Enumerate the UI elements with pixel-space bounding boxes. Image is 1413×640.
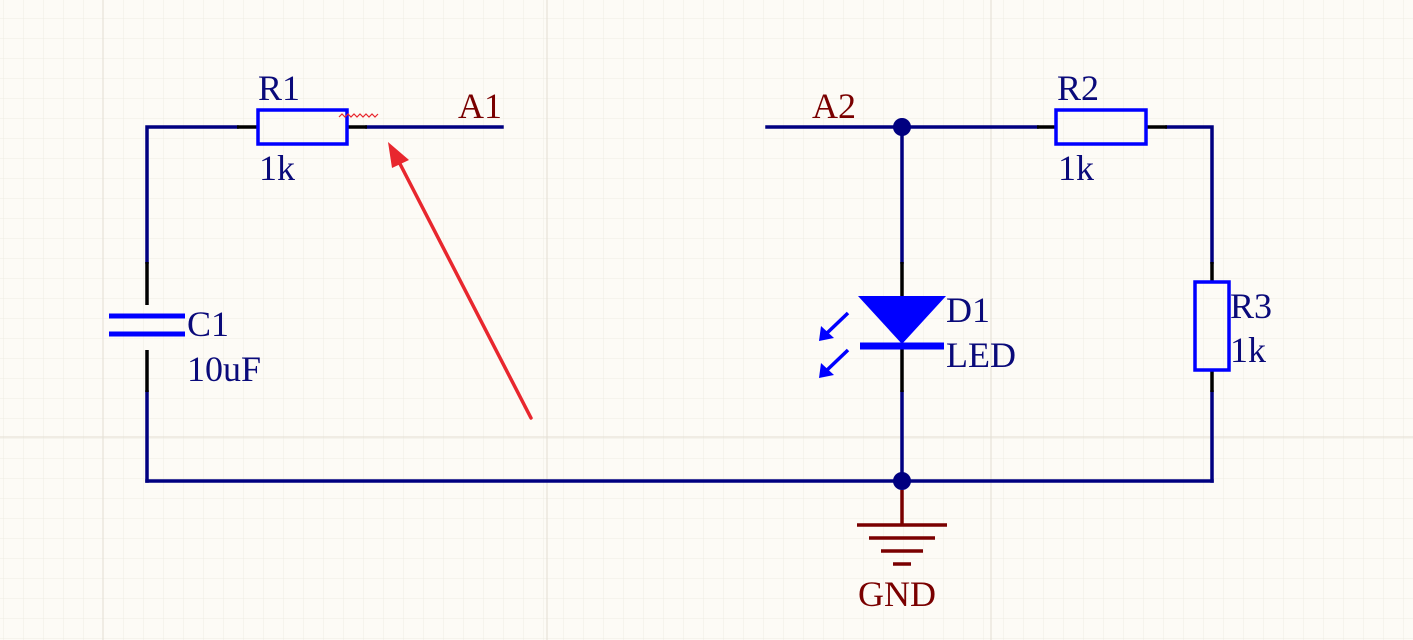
r2-value: 1k [1058,148,1094,188]
power-port-gnd[interactable]: GND [857,490,947,614]
d1-triangle [858,296,946,344]
d1-designator: D1 [946,290,990,330]
c1-value: 10uF [187,349,261,389]
r1-value: 1k [259,148,295,188]
wire-r2-to-r3[interactable] [1165,125,1214,264]
r3-body [1193,280,1231,372]
net-label-a2[interactable]: A2 [812,86,856,126]
r3-value: 1k [1230,330,1266,370]
d1-value: LED [946,335,1016,375]
r2-designator: R2 [1057,68,1099,108]
r1-body [256,108,349,146]
c1-designator: C1 [187,304,229,344]
gnd-label: GND [858,574,936,614]
resistor-r2[interactable]: R2 1k [1037,68,1167,188]
ground-symbol-icon [857,523,947,566]
junction-dot-bottom[interactable] [893,472,911,490]
red-arrow-icon [388,142,533,420]
resistor-r3[interactable]: R3 1k [1193,262,1272,392]
led-d1[interactable]: D1 LED [819,262,1016,392]
led-light-arrows-icon [819,311,850,378]
r1-designator: R1 [258,68,300,108]
wire-c1-top-to-r1[interactable] [145,125,239,264]
net-label-a1[interactable]: A1 [458,86,502,126]
r3-designator: R3 [1230,286,1272,326]
junction-dot-top[interactable] [893,118,911,136]
r2-body [1054,108,1148,146]
resistor-r1[interactable]: R1 1k [237,68,379,188]
capacitor-c1[interactable]: C1 10uF [109,262,261,392]
error-squiggle-icon [338,113,379,118]
